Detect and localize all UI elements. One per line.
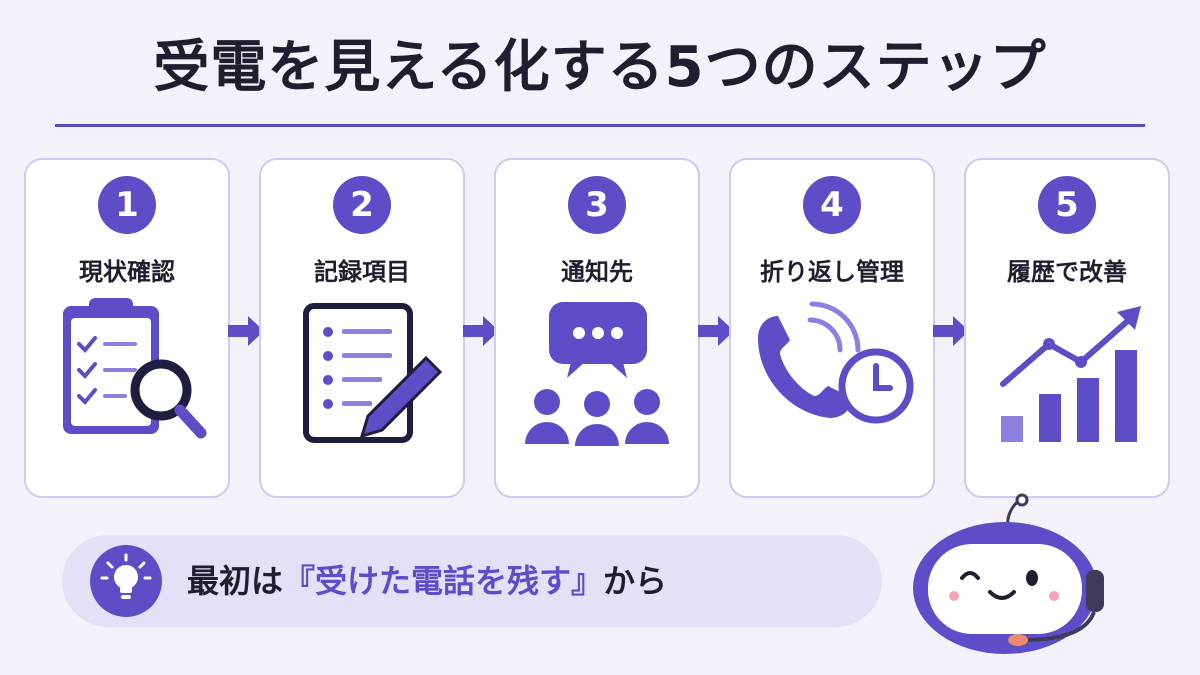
document-pen-icon [303,303,443,443]
step-number-3: 3 [568,176,626,234]
arrow-right-icon [463,316,499,346]
step-card-4: 4 折り返し管理 [729,158,935,498]
tip-prefix: 最初は [187,562,284,600]
tip-text: 最初は『受けた電話を残す』から [187,535,667,627]
step-number-1: 1 [98,176,156,234]
bulb-badge [90,545,162,617]
chat-group-icon [525,302,669,446]
step-card-5: 5 履歴で改善 [964,158,1170,498]
robot-mascot-icon [913,493,1104,654]
tip-suffix: から [603,562,668,600]
growth-chart-icon [1000,306,1141,442]
phone-clock-icon [758,301,914,424]
lightbulb-icon [100,553,152,599]
step-card-3: 3 通知先 [494,158,700,498]
tip-highlight: 『受けた電話を残す』 [283,562,604,600]
arrow-right-icon [933,316,969,346]
step-label-3: 通知先 [561,258,633,286]
step-label-4: 折り返し管理 [760,258,904,286]
step-number-2: 2 [333,176,391,234]
title-area: 受電を見える化する5つのステップ [0,22,1200,103]
tip-banner: 最初は『受けた電話を残す』から [62,535,882,627]
step-card-2: 2 記録項目 [259,158,465,498]
step-label-5: 履歴で改善 [1007,258,1127,286]
step-number-4: 4 [803,176,861,234]
title-divider [55,124,1145,127]
step-card-1: 1 現状確認 [24,158,230,498]
page-title: 受電を見える化する5つのステップ [153,35,1047,100]
arrow-right-icon [228,316,264,346]
arrow-right-icon [698,316,734,346]
step-label-1: 現状確認 [79,258,175,286]
step-number-5: 5 [1038,176,1096,234]
step-label-2: 記録項目 [314,258,410,286]
clipboard-magnifier-icon [63,298,207,439]
